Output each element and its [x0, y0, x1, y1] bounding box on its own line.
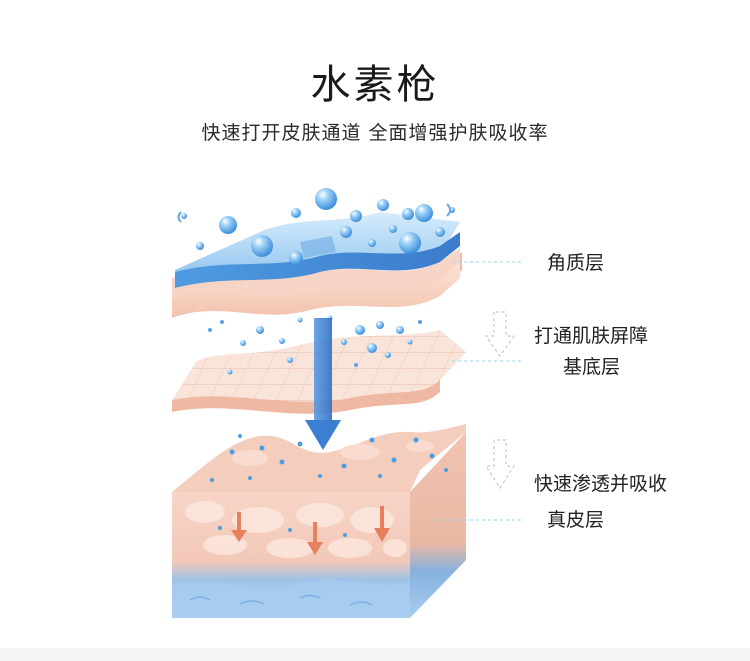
dashed-down-arrow-icon — [484, 439, 516, 490]
label-fast-absorb: 快速渗透并吸收 — [534, 473, 668, 495]
stratum-corneum-layer — [172, 212, 462, 318]
bottom-band — [0, 648, 750, 661]
orange-arrow-icon — [307, 522, 323, 555]
label-stratum-corneum: 角质层 — [547, 252, 605, 274]
penetration-arrow — [305, 318, 341, 450]
dashed-down-arrow-icon — [484, 311, 516, 358]
label-open-barrier: 打通肌肤屏障 — [534, 325, 649, 347]
dermis-block — [172, 424, 466, 618]
water-bubbles-dermis — [210, 434, 448, 537]
page-title: 水素枪 — [310, 62, 440, 108]
label-dermis: 真皮层 — [547, 509, 605, 531]
orange-arrow-icon — [374, 506, 390, 542]
label-basal-layer: 基底层 — [563, 356, 621, 378]
guide-lines — [440, 261, 522, 521]
orange-arrow-icon — [231, 512, 247, 542]
water-bubbles-mid — [208, 315, 422, 375]
absorption-arrows — [231, 506, 390, 555]
page-subtitle: 快速打开皮肤通道 全面增强护肤吸收率 — [201, 122, 549, 144]
water-bubbles-top — [177, 188, 455, 265]
